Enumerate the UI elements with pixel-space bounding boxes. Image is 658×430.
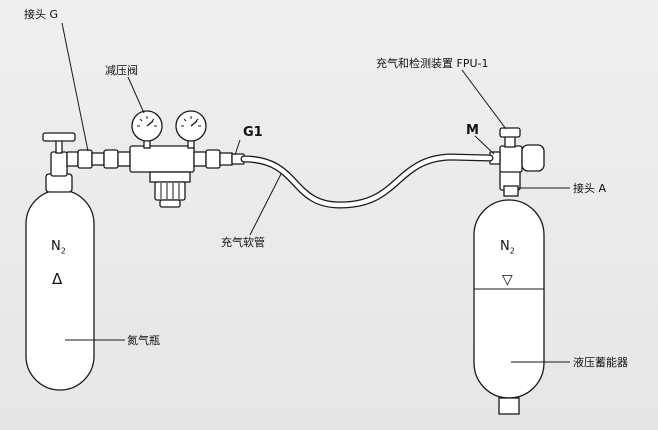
label-charging-device: 充气和检测装置 FPU-1 [376,57,489,70]
label-connector-g: 接头 G [24,8,59,21]
charging-hose [240,153,494,209]
bottle-n2-symbol: N2 [51,239,66,256]
connector-g-fitting-2 [77,149,93,169]
bottle-valve-handle [42,132,76,142]
nitrogen-bottle [25,189,95,391]
leader-charging-hose [249,173,282,236]
leader-charging-device [461,69,507,130]
reducer-outlet [193,151,207,167]
bottle-valve-body [50,151,68,177]
gauge-right-needle [190,120,198,127]
reducer-adjust-knob [154,181,186,201]
accumulator-drain [498,397,520,415]
connector-g-fitting-4 [103,149,119,169]
reducer-knob-cap [159,199,181,208]
label-accumulator: 液压蓄能器 [573,356,628,369]
gauge-left-ticks [137,116,157,127]
leader-pressure-reducer [127,76,145,114]
connector-a-nut [503,185,519,197]
fpu-body [499,145,523,173]
connector-g-fitting-1 [66,151,79,167]
label-pressure-reducer: 减压阀 [105,64,138,77]
label-connector-a: 接头 A [573,182,607,195]
label-nitrogen-bottle: 氮气瓶 [127,334,160,347]
gauge-left-needle [146,120,154,127]
knob-grooves [160,183,180,199]
label-m: M [466,123,479,138]
reducer-lower-block [149,171,191,183]
bottle-neck [45,173,73,193]
label-g1: G1 [243,125,263,140]
outlet-coupler [219,152,233,166]
connector-g-fitting-3 [91,152,105,166]
hydraulic-accumulator [473,199,545,399]
accumulator-level-symbol: ▽ [502,272,513,288]
pressure-reducer-body [129,145,195,173]
bottle-delta-symbol: Δ [52,270,63,288]
accumulator-n2-symbol: N2 [500,239,515,256]
leader-g1 [234,139,241,156]
outlet-nut [205,149,221,169]
fpu-handwheel [521,144,545,172]
leader-m [474,135,495,155]
fpu-top-cap [499,127,521,138]
leader-connector-g [61,22,89,152]
charging-hose-inner [241,154,493,208]
connector-g-fitting-5 [117,151,131,167]
label-charging-hose: 充气软管 [221,236,265,249]
